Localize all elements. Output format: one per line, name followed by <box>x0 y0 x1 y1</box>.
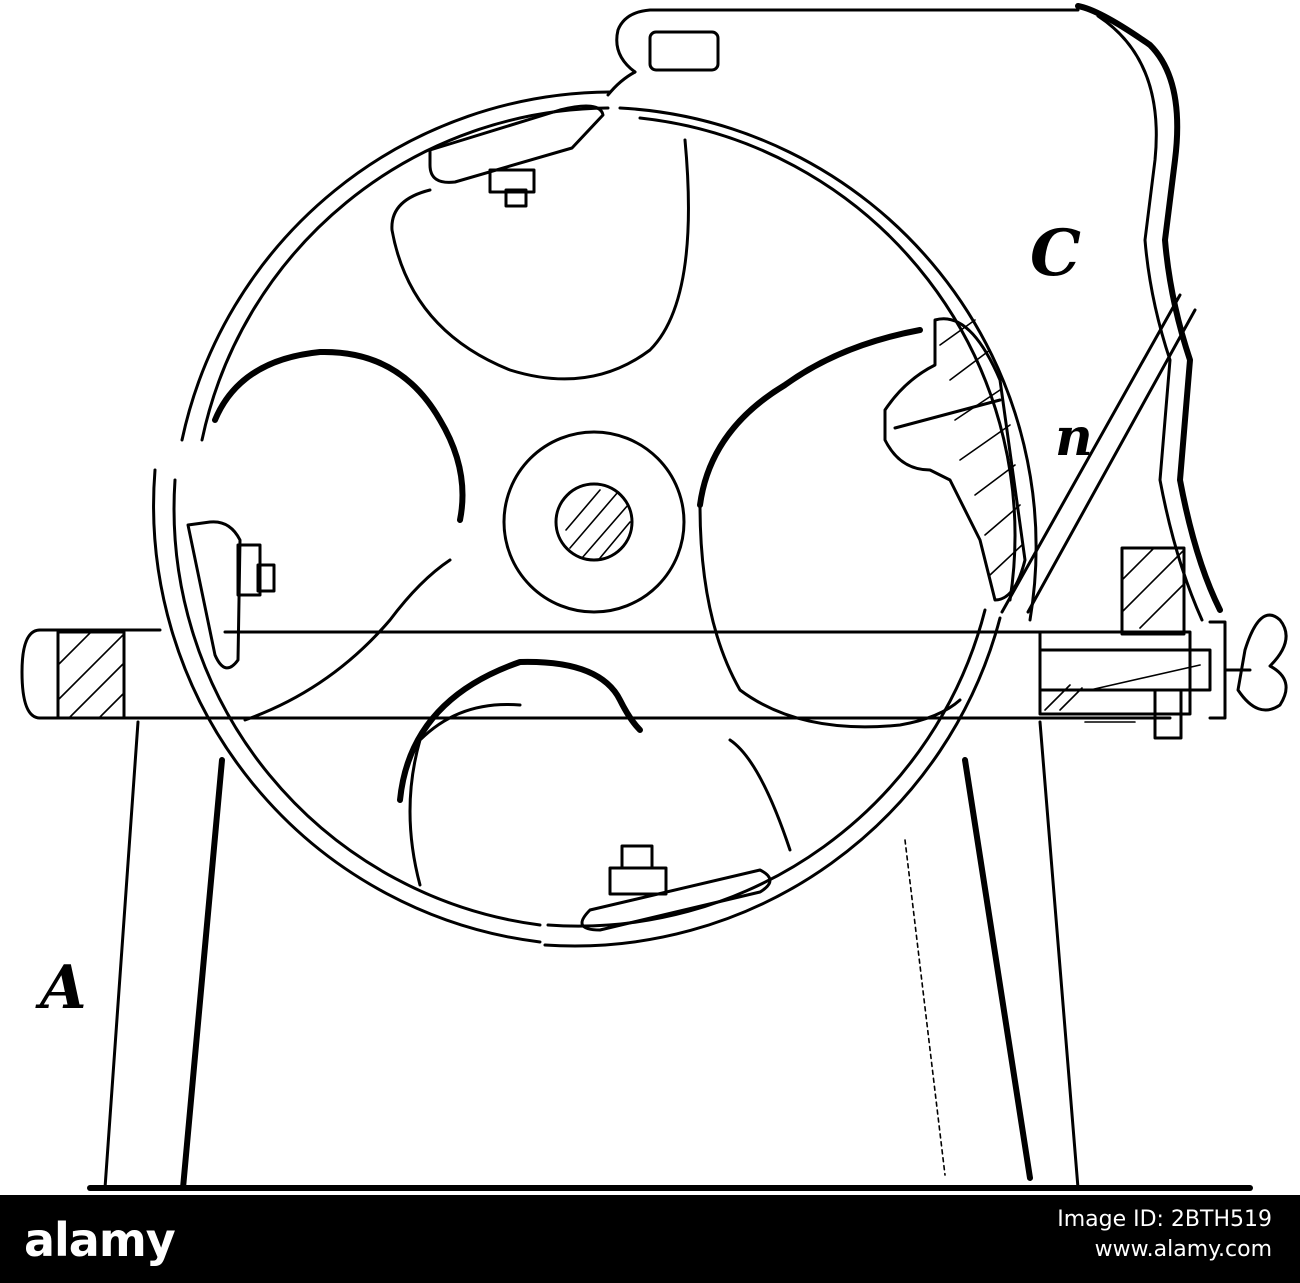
cutter-bottom <box>580 844 772 932</box>
bar-hatch <box>57 632 125 718</box>
wheel-frame-cutaway <box>883 317 1027 602</box>
casing-c <box>606 3 1223 622</box>
axle <box>554 482 634 562</box>
wheel-spokes <box>212 138 962 887</box>
label-c: C <box>1030 216 1081 291</box>
label-a: A <box>35 953 87 1023</box>
stay-rod-n <box>1000 293 1182 614</box>
brand-logo[interactable]: alamy <box>24 1213 176 1267</box>
stock-info: Image ID: 2BTH519 www.alamy.com <box>1057 1205 1272 1265</box>
wheel-rim <box>152 90 1038 948</box>
cutter-left <box>186 520 276 670</box>
thumb-knob[interactable] <box>1236 613 1288 712</box>
stand-frame <box>103 720 1136 1191</box>
site-link[interactable]: www.alamy.com <box>1094 1237 1272 1262</box>
image-id-text: Image ID: 2BTH519 <box>1057 1207 1272 1232</box>
hub-ring <box>502 430 686 614</box>
stock-footer: alamy Image ID: 2BTH519 www.alamy.com <box>0 1195 1300 1283</box>
machine-drawing: C n A <box>20 3 1288 1191</box>
casing-slot <box>648 30 720 72</box>
label-n: n <box>1055 407 1093 468</box>
adjusting-screw <box>1038 546 1288 740</box>
cutter-top <box>428 104 605 208</box>
